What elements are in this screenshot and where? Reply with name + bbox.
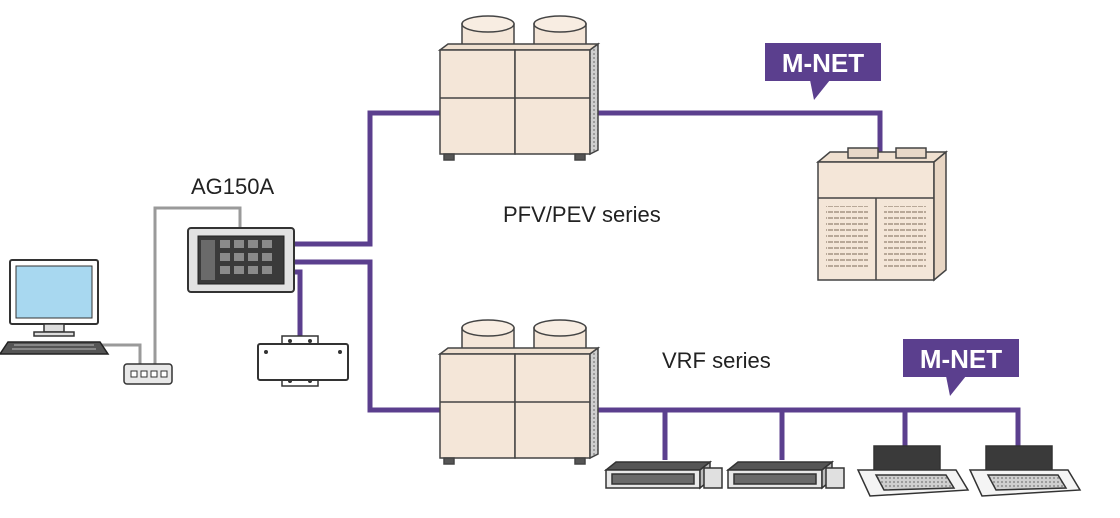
mnet-badge-upper-label: M-NET	[782, 48, 864, 78]
mnet-badge-lower-label: M-NET	[920, 344, 1002, 374]
pc-monitor-icon	[9, 259, 99, 337]
ducted-indoor-unit-2-icon	[725, 460, 845, 490]
ducted-indoor-unit-1-icon	[603, 460, 723, 490]
controller-label: AG150A	[191, 174, 274, 199]
outdoor-unit-lower-icon	[437, 319, 601, 465]
upper-system-label: PFV/PEV series	[503, 202, 661, 227]
lower-system-label: VRF series	[662, 348, 771, 373]
keyboard-icon	[0, 341, 110, 355]
cassette-indoor-unit-1-icon	[856, 445, 970, 497]
hub-icon	[123, 363, 173, 385]
ag150a-controller-icon	[187, 227, 295, 293]
cassette-indoor-unit-2-icon	[968, 445, 1082, 497]
outdoor-unit-upper-icon	[437, 15, 601, 161]
mnet-lines	[292, 110, 1021, 460]
power-supply-icon	[257, 335, 349, 387]
mnet-badge-lower: M-NET	[903, 339, 1019, 396]
mnet-badge-upper: M-NET	[765, 43, 881, 100]
pfv-indoor-unit-icon	[815, 147, 949, 282]
